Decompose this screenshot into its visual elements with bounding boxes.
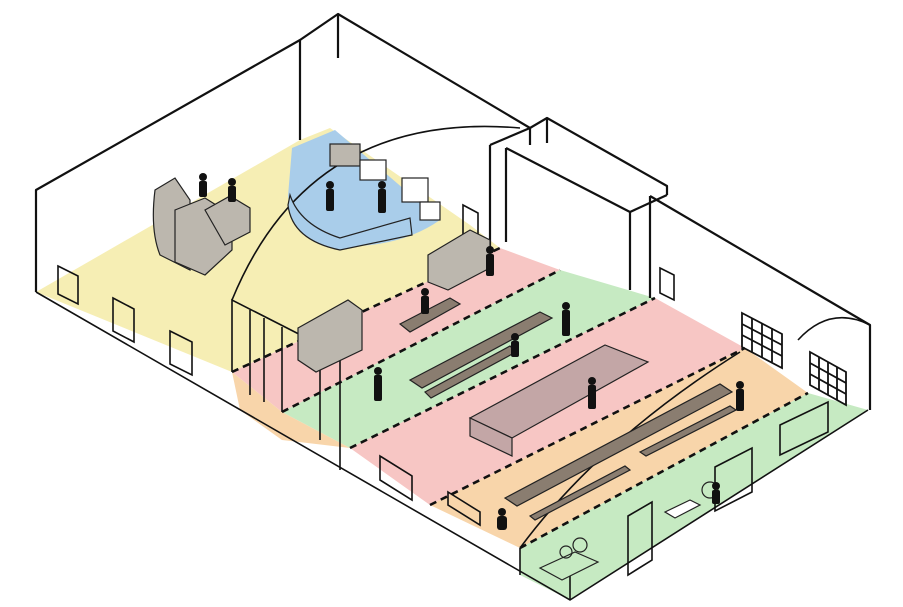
person-silhouette-icon [712, 482, 720, 504]
reception-counter [287, 192, 413, 251]
person-silhouette-icon [326, 181, 334, 211]
table-icon [663, 499, 702, 519]
window-2 [112, 296, 135, 344]
window-grid-icon [741, 311, 847, 407]
divider-5 [519, 391, 809, 550]
counter-unit-1 [329, 143, 361, 167]
window-1 [57, 264, 79, 306]
lounge-block-3 [204, 195, 251, 246]
person-silhouette-icon [374, 367, 382, 401]
person-silhouette-icon [497, 508, 507, 530]
glass-partition [231, 298, 341, 470]
counter-unit-3 [401, 177, 429, 203]
long-bench-1 [408, 311, 554, 389]
left-back-wall [34, 38, 302, 292]
door-6 [659, 266, 675, 302]
meeting-table-side [469, 417, 513, 457]
door-1 [379, 454, 413, 502]
back-wall-top [299, 12, 532, 145]
person-silhouette-icon [486, 246, 494, 276]
person-silhouette-icon [588, 377, 596, 409]
people [199, 173, 744, 530]
long-desk-1 [503, 383, 734, 507]
person-silhouette-icon [199, 173, 207, 197]
zone-green-2 [520, 393, 868, 600]
desk-2 [528, 465, 632, 521]
middle-block-top [489, 116, 669, 195]
door-5 [779, 400, 829, 457]
divider-2 [281, 268, 561, 414]
counter-unit-2 [359, 159, 387, 181]
person-silhouette-icon [228, 178, 236, 202]
chair-icon [572, 537, 588, 553]
zone-orange-left [232, 372, 350, 448]
counter-unit-4 [419, 201, 441, 221]
person-silhouette-icon [511, 333, 519, 357]
chair-icon-2 [559, 545, 573, 559]
person-silhouette-icon [421, 288, 429, 314]
door-3 [627, 500, 653, 577]
desk-3 [638, 405, 738, 457]
person-silhouette-icon [378, 181, 386, 213]
zone-blue [288, 130, 440, 247]
furniture [152, 143, 738, 581]
shelf-unit-1 [297, 299, 363, 373]
person-silhouette-icon [736, 381, 744, 411]
door-2 [447, 490, 481, 527]
person-silhouette-icon [562, 302, 570, 336]
right-arch [797, 317, 871, 341]
divider-3 [349, 296, 656, 450]
middle-block-right [629, 194, 668, 213]
divider-4 [429, 346, 746, 507]
bench-1 [398, 297, 462, 333]
window-3 [169, 329, 193, 377]
